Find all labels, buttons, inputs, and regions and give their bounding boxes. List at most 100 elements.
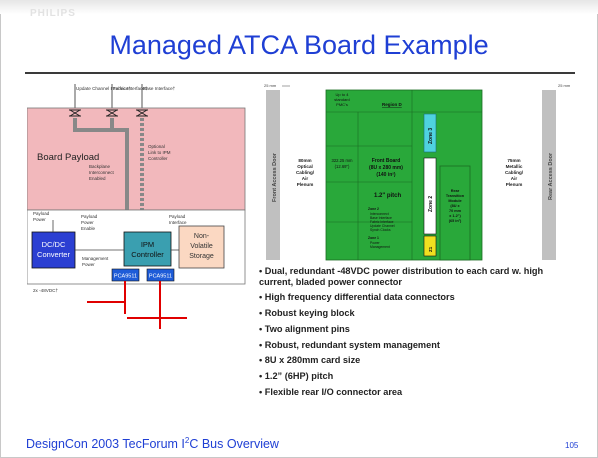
svg-text:Up to 4: Up to 4 bbox=[336, 92, 350, 97]
svg-text:Air: Air bbox=[511, 176, 518, 181]
zone3-connector bbox=[423, 113, 437, 153]
svg-text:Power: Power bbox=[81, 220, 94, 225]
dcdc-converter-block bbox=[31, 231, 76, 269]
nvs-label-2: Volatile bbox=[190, 243, 213, 250]
svg-text:standard: standard bbox=[334, 97, 350, 102]
svg-text:Management: Management bbox=[370, 245, 390, 249]
management-power-label: Management Power bbox=[82, 256, 109, 267]
payload-interface-label: Payload Interface bbox=[169, 214, 187, 225]
nonvolatile-storage-block bbox=[178, 225, 225, 269]
ipmb-red-bus bbox=[87, 281, 187, 329]
svg-text:70 mm: 70 mm bbox=[449, 209, 462, 213]
region-label: Region D bbox=[382, 102, 402, 107]
svg-text:Synch Clocks: Synch Clocks bbox=[370, 228, 391, 232]
backplane-label: Backplane Interconnect Enabled bbox=[89, 164, 115, 181]
pca9511-left-label: PCA9511 bbox=[114, 274, 137, 280]
bullet-item: • High frequency differential data conne… bbox=[259, 292, 455, 303]
svg-text:(12.69"): (12.69") bbox=[335, 164, 350, 169]
svg-text:Controller: Controller bbox=[148, 156, 168, 161]
svg-text:Plenum: Plenum bbox=[297, 182, 314, 187]
height-label: 322.25 mm (12.69") bbox=[332, 158, 353, 169]
svg-text:Enable: Enable bbox=[81, 226, 96, 231]
dcdc-label-1: DC/DC bbox=[42, 240, 66, 249]
svg-text:Power: Power bbox=[33, 217, 46, 222]
nvs-label-3: Storage bbox=[189, 253, 214, 260]
svg-text:75mm: 75mm bbox=[507, 158, 520, 163]
rtm-label: Rear Transition Module (8U x 70 mm x 1.2… bbox=[446, 189, 465, 223]
svg-text:Payload: Payload bbox=[81, 214, 98, 219]
ipm-label-1: IPM bbox=[141, 240, 154, 249]
zone2-connector bbox=[423, 157, 437, 235]
pitch-label: 1.2" pitch bbox=[374, 193, 402, 199]
bullet-item: • 1.2” (6HP) pitch bbox=[259, 371, 334, 382]
connector-symbols bbox=[69, 109, 148, 117]
zone2-label: Zone 2 bbox=[428, 196, 434, 212]
slide-footer: DesignCon 2003 TecForum I2C Bus Overview bbox=[26, 436, 279, 452]
rear-plenum-label: 75mm Metallic Cabling/ Air Plenum bbox=[505, 158, 524, 187]
svg-text:Backplane: Backplane bbox=[89, 164, 111, 169]
svg-text:Enabled: Enabled bbox=[89, 176, 106, 181]
feature-bullets: • Dual, redundant -48VDC power distribut… bbox=[259, 266, 579, 403]
label-base-interface: Base Interface† bbox=[143, 86, 176, 91]
svg-text:Interconnect: Interconnect bbox=[370, 212, 389, 216]
svg-text:(65 in²): (65 in²) bbox=[449, 219, 462, 223]
philips-logo: PHILIPS bbox=[30, 8, 76, 19]
dcdc-label-2: Converter bbox=[37, 250, 70, 259]
svg-text:Link to IPM: Link to IPM bbox=[148, 150, 171, 155]
svg-text:Interconnect: Interconnect bbox=[89, 170, 115, 175]
payload-power-label: Payload Power bbox=[33, 211, 50, 222]
rear-door-label: Rear Access Door bbox=[548, 152, 554, 200]
dim-left-label: 25 mm bbox=[264, 83, 277, 88]
nvs-label-1: Non- bbox=[194, 233, 210, 240]
svg-text:Power: Power bbox=[370, 241, 380, 245]
svg-text:(8U x: (8U x bbox=[450, 204, 460, 208]
svg-text:Base Interface: Base Interface bbox=[370, 216, 392, 220]
svg-text:Module: Module bbox=[448, 199, 461, 203]
svg-text:Payload: Payload bbox=[169, 214, 186, 219]
svg-text:Zone 1: Zone 1 bbox=[368, 236, 379, 240]
vdc-label: 2x -48VDC† bbox=[33, 288, 58, 293]
svg-text:PMC's: PMC's bbox=[336, 102, 348, 107]
svg-text:Front Board: Front Board bbox=[372, 158, 401, 164]
bullet-item: • Robust, redundant system management bbox=[259, 339, 440, 350]
ipmc-block-diagram: Update Channel Interface† Fabric Interfa… bbox=[27, 84, 246, 329]
payload-power-enable-label: Payload Power Enable bbox=[81, 214, 98, 231]
svg-text:Management: Management bbox=[82, 256, 109, 261]
rear-door-rail bbox=[542, 90, 556, 260]
bullet-item: • 8U x 280mm card size bbox=[259, 355, 361, 366]
svg-text:Rear: Rear bbox=[451, 189, 460, 193]
label-update-channel: Update Channel Interface† bbox=[76, 86, 131, 91]
front-door-label: Front Access Door bbox=[272, 152, 278, 202]
svg-text:Transition: Transition bbox=[446, 194, 465, 198]
zone-list: Zone 2 Interconnect Base Interface Fabri… bbox=[368, 207, 395, 249]
page-number: 105 bbox=[565, 441, 579, 450]
board-payload-area bbox=[27, 107, 246, 211]
svg-text:x 1.2"): x 1.2") bbox=[449, 214, 461, 218]
rear-transition-module bbox=[439, 165, 471, 261]
zone1-label: Z1 bbox=[428, 246, 433, 252]
ipm-label-2: Controller bbox=[131, 250, 164, 259]
svg-text:Optical: Optical bbox=[297, 164, 313, 169]
zone1-connector bbox=[423, 235, 437, 257]
svg-text:Plenum: Plenum bbox=[506, 182, 523, 187]
svg-text:Fabric Interface: Fabric Interface bbox=[370, 220, 394, 224]
svg-text:Payload: Payload bbox=[33, 211, 50, 216]
front-board-label: Front Board (8U x 280 mm) (140 in²) bbox=[369, 158, 403, 178]
zone3-label: Zone 3 bbox=[428, 128, 434, 144]
svg-text:Air: Air bbox=[302, 176, 309, 181]
board-payload-label: Board Payload bbox=[37, 152, 99, 163]
slide-top-band bbox=[0, 0, 598, 14]
svg-text:322.25 mm: 322.25 mm bbox=[332, 158, 353, 163]
pca9511-right-label: PCA9511 bbox=[149, 274, 172, 280]
atca-board-layout-diagram: 25 mm 25 mm Front Access Door Rear Acces… bbox=[264, 83, 571, 261]
svg-text:Cabling/: Cabling/ bbox=[505, 170, 524, 175]
slide-title: Managed ATCA Board Example bbox=[109, 30, 489, 60]
svg-text:Interface: Interface bbox=[169, 220, 187, 225]
svg-text:(140 in²): (140 in²) bbox=[376, 172, 396, 178]
bullet-item: • Robust keying block bbox=[259, 308, 355, 319]
front-plenum-label: 80mm Optical Cabling/ Air Plenum bbox=[296, 158, 315, 187]
bullet-item: • Flexible rear I/O connector area bbox=[259, 387, 403, 398]
title-rule bbox=[25, 72, 575, 74]
svg-text:Optional: Optional bbox=[148, 144, 165, 149]
ipm-controller-block bbox=[123, 231, 172, 267]
